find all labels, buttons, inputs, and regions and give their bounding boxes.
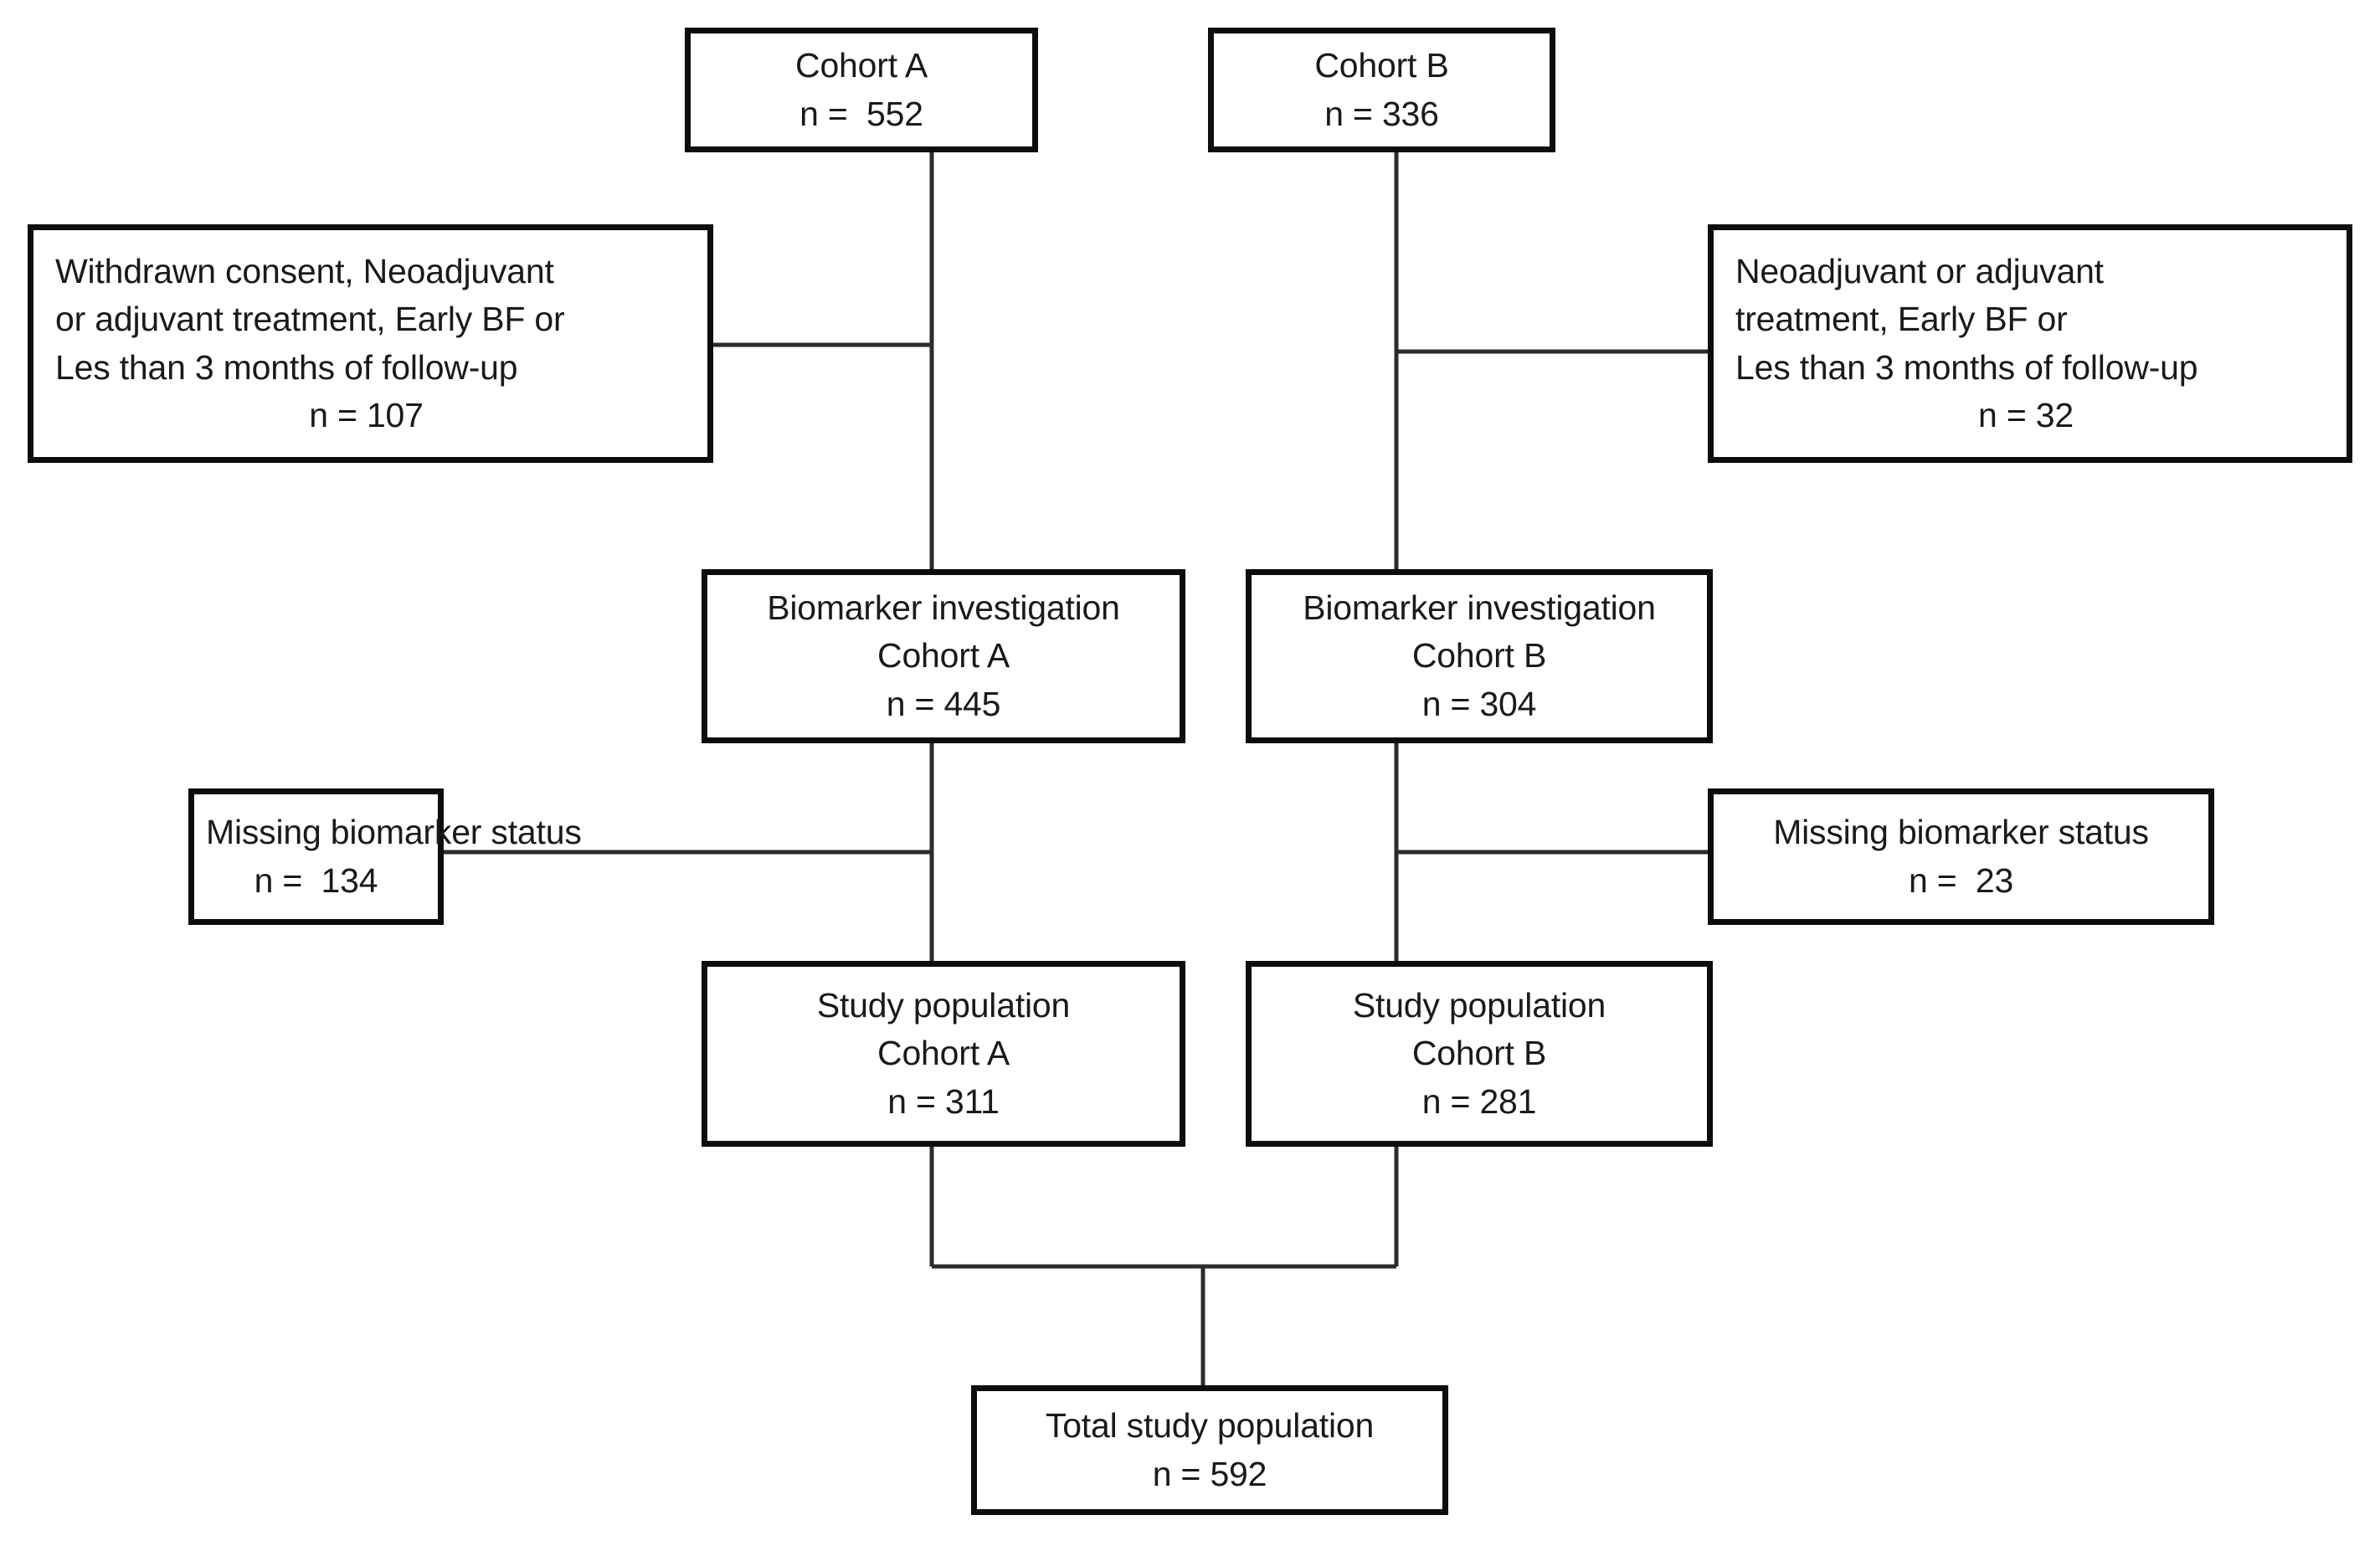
cohort-a-count: n = 552	[799, 94, 923, 133]
node-missing-biomarker-status-b[interactable]: Missing biomarker status n = 23	[1708, 788, 2214, 925]
study-pop-b-line-1: Study population	[1352, 985, 1606, 1025]
node-cohort-b[interactable]: Cohort B n = 336	[1208, 28, 1555, 152]
exclusion-b-count: n = 32	[1978, 395, 2074, 434]
node-biomarker-investigation-cohort-a[interactable]: Biomarker investigation Cohort A n = 445	[702, 569, 1185, 743]
exclusion-b-line-3: Les than 3 months of follow-up	[1735, 347, 2198, 387]
exclusion-a-line-3: Les than 3 months of follow-up	[55, 347, 518, 387]
node-biomarker-investigation-cohort-b[interactable]: Biomarker investigation Cohort B n = 304	[1246, 569, 1713, 743]
exclusion-a-line-1: Withdrawn consent, Neoadjuvant	[55, 251, 554, 290]
exclusion-a-line-2: or adjuvant treatment, Early BF or	[55, 300, 565, 339]
node-total-study-population[interactable]: Total study population n = 592	[971, 1385, 1448, 1515]
study-pop-b-count: n = 281	[1421, 1081, 1537, 1121]
biomarker-a-line-1: Biomarker investigation	[767, 588, 1120, 627]
node-missing-biomarker-status-a[interactable]: Missing biomarker status n = 134	[188, 788, 582, 925]
node-study-population-cohort-a[interactable]: Study population Cohort A n = 311	[702, 961, 1185, 1147]
total-count: n = 592	[1152, 1454, 1267, 1493]
biomarker-b-line-2: Cohort B	[1411, 636, 1547, 675]
node-study-population-cohort-b[interactable]: Study population Cohort B n = 281	[1246, 961, 1713, 1147]
biomarker-a-count: n = 445	[886, 684, 1001, 723]
cohort-b-count: n = 336	[1324, 94, 1439, 133]
node-cohort-a[interactable]: Cohort A n = 552	[685, 28, 1038, 152]
total-label: Total study population	[1045, 1406, 1375, 1446]
missing-a-label: Missing biomarker status	[206, 813, 582, 852]
missing-b-count: n = 23	[1908, 860, 2014, 900]
cohort-a-label: Cohort A	[795, 46, 928, 85]
study-pop-a-count: n = 311	[887, 1081, 1000, 1121]
exclusion-b-line-1: Neoadjuvant or adjuvant	[1735, 251, 2104, 290]
exclusion-b-line-2: treatment, Early BF or	[1735, 300, 2068, 339]
study-pop-a-line-1: Study population	[816, 985, 1071, 1025]
study-pop-b-line-2: Cohort B	[1411, 1034, 1547, 1073]
cohort-b-label: Cohort B	[1314, 46, 1449, 85]
node-exclusion-cohort-a[interactable]: Withdrawn consent, Neoadjuvant or adjuva…	[28, 224, 713, 463]
study-pop-a-line-2: Cohort A	[877, 1034, 1010, 1073]
biomarker-b-line-1: Biomarker investigation	[1303, 588, 1656, 627]
node-exclusion-cohort-b[interactable]: Neoadjuvant or adjuvant treatment, Early…	[1708, 224, 2352, 463]
missing-a-count: n = 134	[254, 860, 378, 900]
biomarker-a-line-2: Cohort A	[877, 636, 1010, 675]
missing-b-label: Missing biomarker status	[1773, 813, 2149, 852]
exclusion-a-count: n = 107	[309, 395, 424, 434]
biomarker-b-count: n = 304	[1421, 684, 1537, 723]
